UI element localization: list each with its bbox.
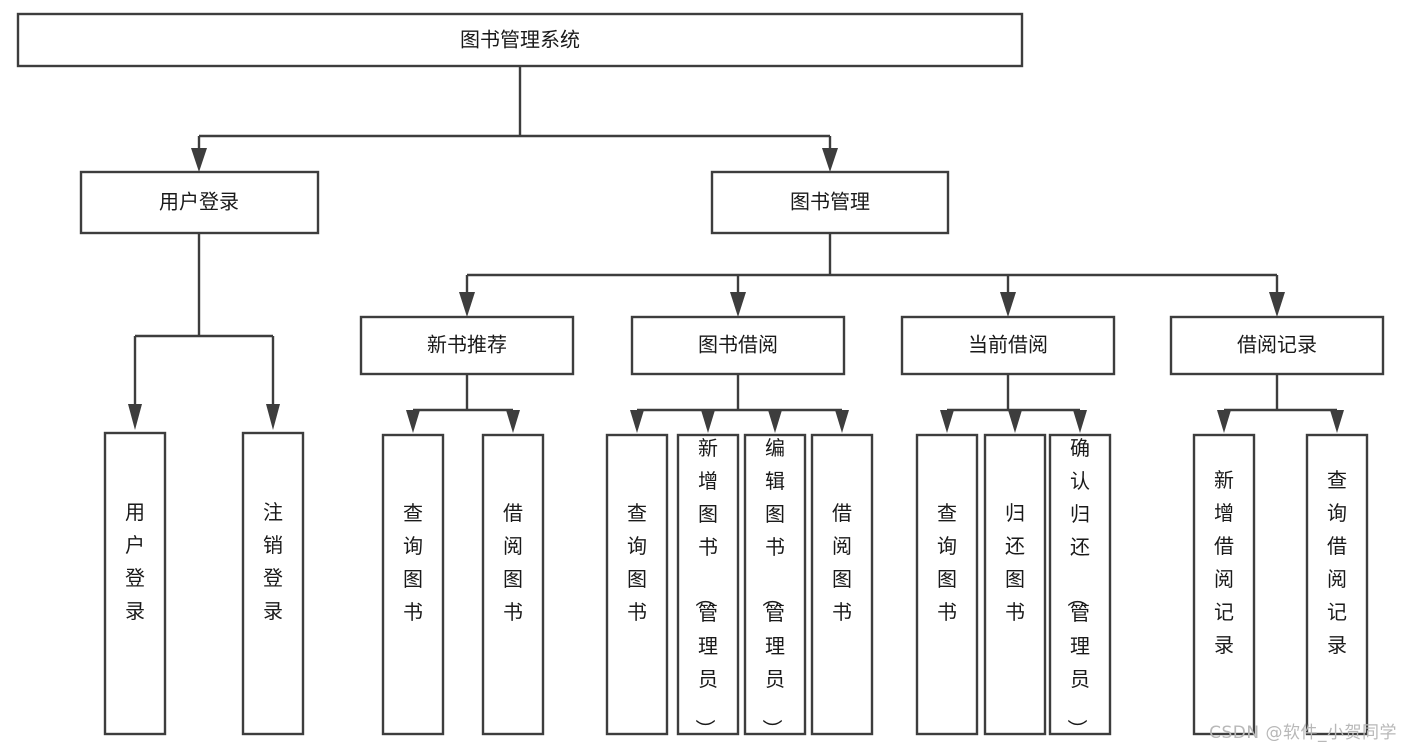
node-leaf-new-book-recommend-0[interactable]: 查询图书	[381, 433, 445, 736]
node-borrow-record-box[interactable]	[1169, 315, 1385, 376]
node-new-book-recommend[interactable]: 新书推荐	[359, 315, 575, 376]
node-leaf-box[interactable]	[810, 433, 874, 736]
node-leaf-label: 编辑图书（管理员）	[760, 436, 785, 739]
node-user-login-label: 用户登录	[159, 190, 239, 214]
arrow-head-new-book-recommend	[459, 292, 475, 317]
node-leaf-book-borrow-0[interactable]: 查询图书	[605, 433, 669, 736]
arrow-head-leaf-book-borrow-3	[835, 410, 849, 433]
arrow-head-leaf-current-borrow-0	[940, 410, 954, 433]
node-leaf-box[interactable]	[241, 431, 305, 736]
arrow-head-book-manage	[822, 148, 838, 172]
node-leaf-box[interactable]	[676, 433, 740, 736]
arrow-head-leaf-user-login-0	[128, 404, 142, 430]
node-root[interactable]: 图书管理系统	[16, 12, 1024, 68]
arrow-head-user-login	[191, 148, 207, 172]
node-leaf-user-login-1[interactable]: 注销登录	[241, 431, 305, 736]
node-leaf-book-borrow-3[interactable]: 借阅图书	[810, 433, 874, 736]
node-leaf-label: 新增图书（管理员）	[693, 436, 718, 739]
node-leaf-label: 归还图书	[1005, 501, 1025, 624]
node-leaf-label: 新增借阅记录	[1214, 468, 1234, 657]
arrow-head-leaf-borrow-record-0	[1217, 410, 1231, 433]
arrow-head-leaf-book-borrow-0	[630, 410, 644, 433]
node-borrow-record-label: 借阅记录	[1237, 333, 1317, 357]
arrow-head-leaf-book-borrow-1	[701, 410, 715, 433]
arrow-head-book-borrow	[730, 292, 746, 317]
arrow-head-leaf-current-borrow-1	[1008, 410, 1022, 433]
node-book-borrow[interactable]: 图书借阅	[630, 315, 846, 376]
node-leaf-box[interactable]	[481, 433, 545, 736]
arrow-head-current-borrow	[1000, 292, 1016, 317]
node-leaf-label: 查询借阅记录	[1327, 468, 1347, 657]
node-leaf-book-borrow-1[interactable]: 新增图书（管理员）	[676, 433, 740, 739]
connector-group-current-borrow	[940, 374, 1087, 433]
arrow-head-leaf-new-book-0	[406, 410, 420, 433]
node-leaf-box[interactable]	[103, 431, 167, 736]
node-leaf-user-login-0[interactable]: 用户登录	[103, 431, 167, 736]
node-book-borrow-label: 图书借阅	[698, 333, 778, 357]
node-leaf-label: 查询图书	[403, 501, 423, 624]
node-leaf-book-borrow-2[interactable]: 编辑图书（管理员）	[743, 433, 807, 739]
node-leaf-box[interactable]	[605, 433, 669, 736]
node-leaf-box[interactable]	[743, 433, 807, 736]
arrow-head-leaf-current-borrow-2	[1073, 410, 1087, 433]
node-leaf-label: 注销登录	[263, 500, 283, 623]
arrow-head-leaf-book-borrow-2	[768, 410, 782, 433]
node-leaf-box[interactable]	[1305, 433, 1369, 736]
connector-group-borrow-record	[1217, 374, 1344, 433]
node-root-label: 图书管理系统	[460, 28, 580, 52]
node-leaf-label: 查询图书	[937, 501, 957, 624]
node-current-borrow[interactable]: 当前借阅	[900, 315, 1116, 376]
node-leaf-box[interactable]	[915, 433, 979, 736]
connector-group-book-manage	[459, 233, 1285, 317]
node-book-manage[interactable]: 图书管理	[710, 170, 950, 235]
node-new-book-recommend-box[interactable]	[359, 315, 575, 376]
node-root-box[interactable]	[16, 12, 1024, 68]
node-leaf-label: 借阅图书	[503, 501, 523, 624]
node-leaf-current-borrow-2[interactable]: 确认归还（管理员）	[1048, 433, 1112, 739]
arrow-head-leaf-user-login-1	[266, 404, 280, 430]
connector-group-book-borrow	[630, 374, 849, 433]
node-leaf-label: 确认归还（管理员）	[1065, 436, 1090, 739]
node-borrow-record[interactable]: 借阅记录	[1169, 315, 1385, 376]
node-leaf-borrow-record-0[interactable]: 新增借阅记录	[1192, 433, 1256, 736]
arrow-head-leaf-new-book-1	[506, 410, 520, 433]
connector-group-user-login	[128, 233, 280, 430]
connector-group-root	[191, 66, 838, 172]
node-current-borrow-label: 当前借阅	[968, 333, 1048, 357]
node-leaf-current-borrow-1[interactable]: 归还图书	[983, 433, 1047, 736]
node-leaf-new-book-recommend-1[interactable]: 借阅图书	[481, 433, 545, 736]
node-leaf-box[interactable]	[381, 433, 445, 736]
node-leaf-label: 借阅图书	[832, 501, 852, 624]
node-leaf-label: 查询图书	[627, 501, 647, 624]
node-book-manage-box[interactable]	[710, 170, 950, 235]
csdn-watermark: CSDN @软件_小贺同学	[1209, 723, 1397, 743]
node-book-borrow-box[interactable]	[630, 315, 846, 376]
node-leaf-box[interactable]	[1192, 433, 1256, 736]
node-new-book-recommend-label: 新书推荐	[427, 333, 507, 357]
node-book-manage-label: 图书管理	[790, 190, 870, 214]
node-leaf-current-borrow-0[interactable]: 查询图书	[915, 433, 979, 736]
arrow-head-leaf-borrow-record-1	[1330, 410, 1344, 433]
node-leaf-borrow-record-1[interactable]: 查询借阅记录	[1305, 433, 1369, 736]
node-leaf-box[interactable]	[1048, 433, 1112, 736]
arrow-head-borrow-record	[1269, 292, 1285, 317]
node-leaf-label: 用户登录	[125, 500, 145, 623]
connector-group-new-book-recommend	[406, 374, 520, 433]
node-current-borrow-box[interactable]	[900, 315, 1116, 376]
node-user-login-box[interactable]	[79, 170, 320, 235]
node-leaf-box[interactable]	[983, 433, 1047, 736]
node-user-login[interactable]: 用户登录	[79, 170, 320, 235]
